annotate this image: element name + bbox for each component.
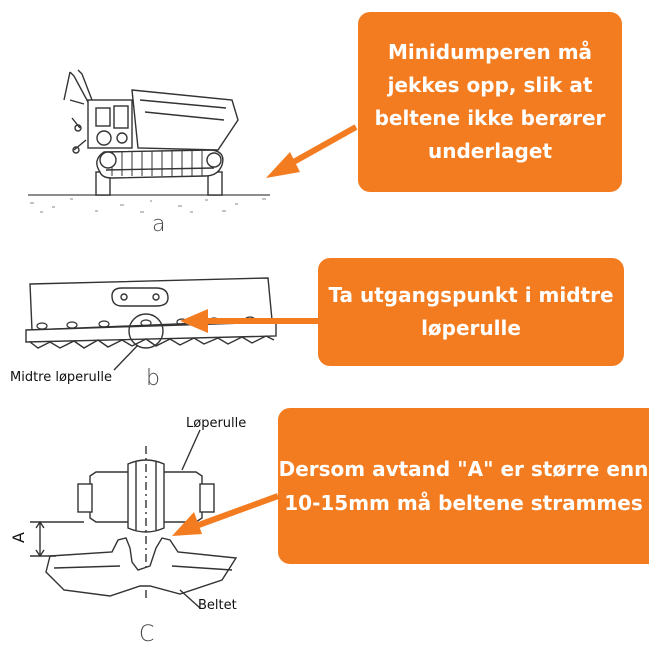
callout-jack-up: Minidumperen må jekkes opp, slik at belt… [358, 12, 622, 192]
figure-label-c: C [139, 622, 155, 647]
arrow-a [266, 124, 358, 178]
callout-tension-tracks-text: Dersom avtand "A" er større enn 10-15mm … [278, 457, 649, 515]
callout-middle-roller-text: Ta utgangspunkt i midtre løperulle [328, 283, 614, 340]
callout-tension-tracks: Dersom avtand "A" er større enn 10-15mm … [278, 408, 649, 564]
arrows [172, 124, 358, 536]
callout-jack-up-text: Minidumperen må jekkes opp, slik at belt… [374, 40, 606, 163]
mini-dumper-illustration [28, 69, 270, 213]
callout-middle-roller: Ta utgangspunkt i midtre løperulle [318, 258, 624, 366]
figure-label-a: a [152, 212, 166, 237]
label-loperulle: Løperulle [186, 416, 247, 431]
label-dimension-a: A [8, 532, 28, 543]
arrow-c [172, 493, 280, 536]
arrow-b [180, 309, 318, 333]
roller-track-illustration [30, 429, 238, 609]
figure-label-b: b [146, 366, 160, 391]
track-frame-illustration [25, 277, 277, 371]
label-midtre-loperulle: Midtre løperulle [10, 370, 112, 385]
label-beltet: Beltet [198, 598, 237, 613]
